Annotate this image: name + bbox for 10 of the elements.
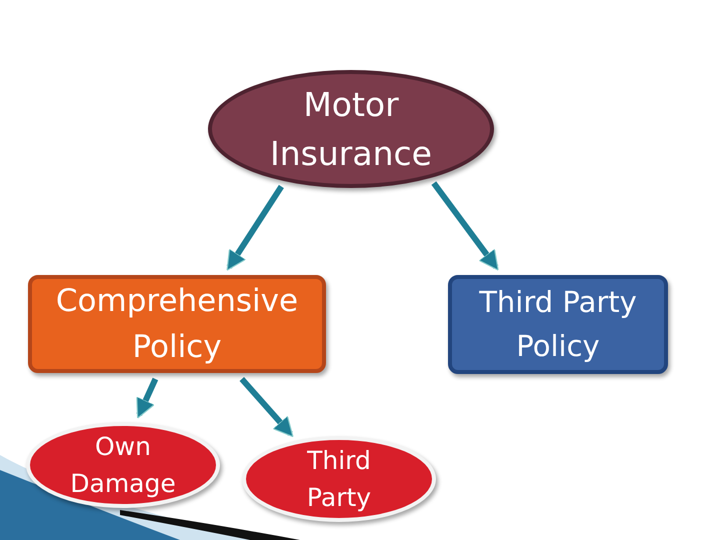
rounded-box bbox=[28, 275, 326, 373]
arrow bbox=[431, 181, 499, 271]
node-label: Own Damage bbox=[69, 430, 177, 500]
rounded-box bbox=[448, 275, 668, 374]
node-label: Third Party Policy bbox=[478, 284, 638, 364]
arrow bbox=[240, 377, 294, 438]
node-label: Third Party bbox=[306, 444, 372, 514]
node-label: Comprehensive Policy bbox=[54, 282, 300, 367]
arrow bbox=[136, 378, 158, 419]
node-label: Motor Insurance bbox=[269, 84, 433, 175]
